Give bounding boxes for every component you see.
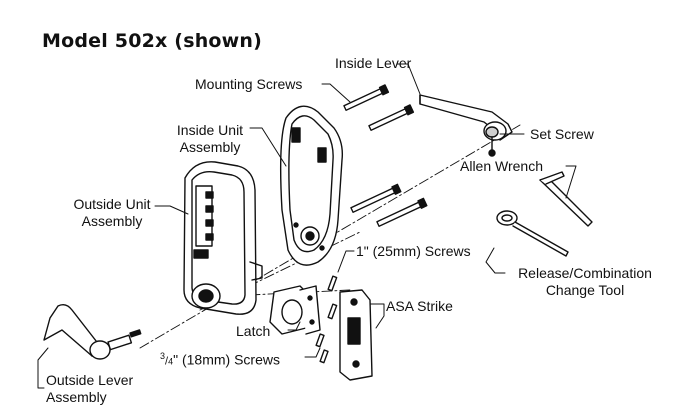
- label-34in-screws: 3/4" (18mm) Screws: [160, 351, 280, 368]
- label-outside-unit-line1: Outside Unit: [73, 196, 151, 212]
- label-outside-lever-line1: Outside Lever: [46, 372, 134, 388]
- leader-lines: [37, 63, 577, 389]
- fraction-denominator: 4: [168, 356, 174, 367]
- label-34in-screws-text: " (18mm) Screws: [173, 351, 280, 368]
- allen-wrench: [539, 171, 593, 227]
- label-release-tool: Release/Combination Change Tool: [505, 265, 665, 299]
- label-outside-lever: Outside Lever Assembly: [46, 372, 133, 406]
- latch-screws: [315, 275, 338, 364]
- label-inside-unit: Inside Unit Assembly: [170, 122, 250, 156]
- label-mounting-screws: Mounting Screws: [195, 76, 303, 92]
- label-allen-wrench: Allen Wrench: [460, 158, 544, 174]
- outside-lever: [43, 303, 142, 360]
- label-outside-unit: Outside Unit Assembly: [66, 196, 158, 230]
- latch: [269, 285, 321, 335]
- label-latch: Latch: [236, 323, 271, 339]
- label-release-tool-line2: Change Tool: [545, 282, 625, 298]
- inside-lever: [419, 94, 513, 157]
- mounting-screws: [343, 84, 428, 227]
- label-inside-unit-line2: Assembly: [179, 139, 241, 155]
- fraction-numerator: 3: [160, 351, 166, 361]
- inside-unit-plate: [279, 105, 344, 266]
- outside-unit: [183, 161, 263, 315]
- label-inside-lever: Inside Lever: [335, 55, 412, 71]
- label-inside-unit-line1: Inside Unit: [176, 122, 244, 138]
- release-tool: [496, 210, 569, 257]
- label-1in-screws: 1" (25mm) Screws: [356, 243, 471, 259]
- asa-strike: [339, 289, 373, 381]
- label-asa-strike: ASA Strike: [386, 298, 453, 314]
- label-release-tool-line1: Release/Combination: [518, 265, 652, 281]
- label-outside-lever-line2: Assembly: [46, 389, 107, 405]
- label-set-screw: Set Screw: [530, 126, 594, 142]
- page-title: Model 502x (shown): [42, 30, 263, 52]
- label-outside-unit-line2: Assembly: [81, 213, 143, 229]
